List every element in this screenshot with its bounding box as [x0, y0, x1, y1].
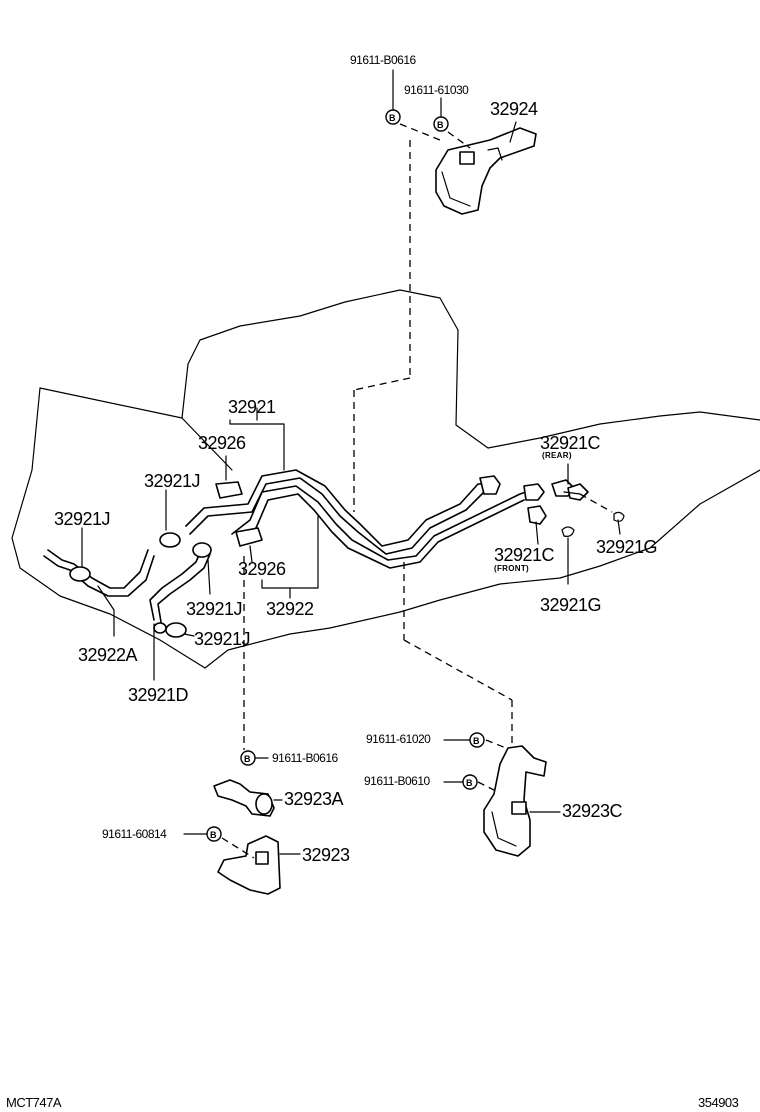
bolt-letter: B — [389, 113, 396, 123]
label-91611-b0610: 91611-B0610 — [364, 774, 430, 788]
label-32921j-a: 32921J — [144, 471, 201, 491]
leader-lines — [81, 69, 621, 855]
label-91611-60814: 91611-60814 — [102, 827, 167, 841]
bolt-letter: B — [437, 120, 444, 130]
guide-lines — [221, 123, 513, 859]
label-32923c: 32923C — [562, 801, 623, 821]
catalog-number: 354903 — [698, 1095, 739, 1110]
label-32921g-a: 32921G — [596, 537, 658, 557]
bracket-32924 — [435, 127, 537, 215]
label-32921j-b: 32921J — [54, 509, 111, 529]
label-32923: 32923 — [302, 845, 350, 865]
label-32926-top: 32926 — [198, 433, 246, 453]
label-32921c-rear: 32921C — [540, 433, 601, 453]
label-rear-note: (REAR) — [542, 451, 572, 460]
bolt-letter: B — [244, 754, 251, 764]
bolt-letter: B — [473, 736, 480, 746]
label-32921j-c: 32921J — [186, 599, 243, 619]
label-32922a: 32922A — [78, 645, 138, 665]
label-front-note: (FRONT) — [494, 564, 529, 573]
label-32921j-d: 32921J — [194, 629, 251, 649]
label-91611-61020: 91611-61020 — [366, 732, 431, 746]
bracket-32923 — [217, 835, 281, 895]
engine-outline — [11, 289, 760, 669]
label-32921d: 32921D — [128, 685, 189, 705]
clamp-32923a — [213, 779, 275, 817]
label-32921c-front: 32921C — [494, 545, 555, 565]
hoses — [43, 532, 212, 638]
label-32923a: 32923A — [284, 789, 344, 809]
label-91611-b0616-bottom: 91611-B0616 — [272, 751, 338, 765]
bolt-letters: B B B B B B — [210, 113, 480, 840]
label-91611-b0616-top: 91611-B0616 — [350, 53, 416, 67]
label-32924: 32924 — [490, 99, 538, 119]
bracket-32923c — [483, 745, 547, 857]
diagram-code: MCT747A — [6, 1095, 62, 1110]
label-91611-61030: 91611-61030 — [404, 83, 469, 97]
label-32921: 32921 — [228, 397, 276, 417]
label-32922: 32922 — [266, 599, 314, 619]
bolt-letter: B — [466, 778, 473, 788]
bolt-symbols — [206, 109, 485, 842]
label-32921g-b: 32921G — [540, 595, 602, 615]
bolt-letter: B — [210, 830, 217, 840]
label-32926-bottom: 32926 — [238, 559, 286, 579]
pipe-bundle — [185, 469, 545, 569]
